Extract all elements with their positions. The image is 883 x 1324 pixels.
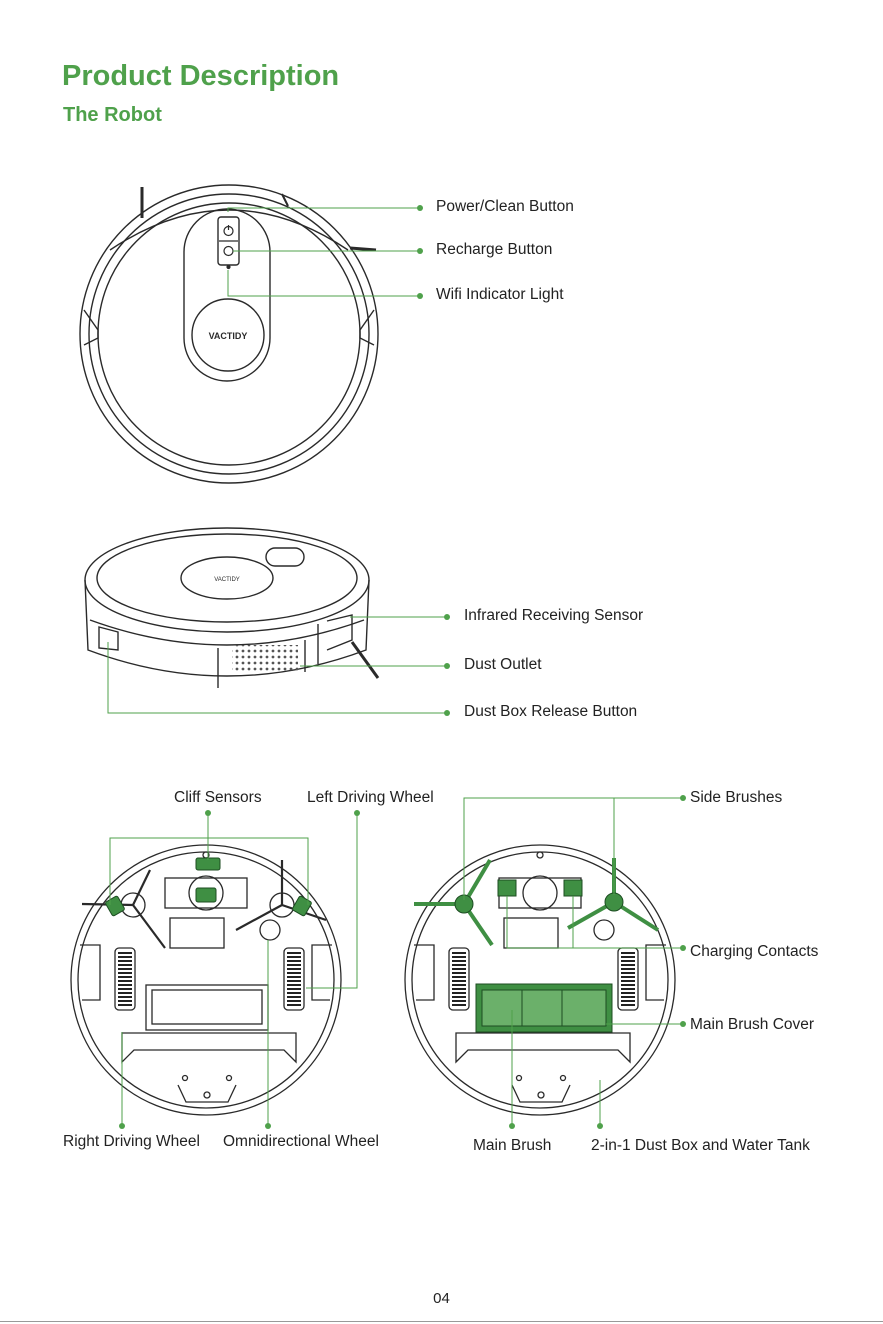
- label-cliff-sensors: Cliff Sensors: [174, 789, 262, 807]
- bottom-left-label-dots: [119, 810, 360, 1129]
- label-dust-outlet: Dust Outlet: [464, 656, 542, 674]
- bottom-divider: [0, 1321, 883, 1322]
- label-right-driving-wheel: Right Driving Wheel: [63, 1133, 200, 1151]
- label-wifi-indicator-light: Wifi Indicator Light: [436, 286, 564, 304]
- label-side-brushes: Side Brushes: [690, 789, 782, 807]
- label-dust-box-release-button: Dust Box Release Button: [464, 703, 637, 721]
- robot-bottom-view-right: [405, 845, 675, 1115]
- robot-side-view: VACTIDY: [85, 528, 378, 688]
- brand-logo: VACTIDY: [209, 331, 248, 341]
- robot-top-view: VACTIDY: [80, 185, 378, 483]
- label-main-brush-cover: Main Brush Cover: [690, 1016, 814, 1034]
- label-omnidirectional-wheel: Omnidirectional Wheel: [223, 1133, 379, 1151]
- label-charging-contacts: Charging Contacts: [690, 943, 818, 961]
- side-view-label-dots: [444, 614, 450, 716]
- label-recharge-button: Recharge Button: [436, 241, 552, 259]
- label-dust-box-water-tank: 2-in-1 Dust Box and Water Tank: [591, 1137, 810, 1155]
- robot-bottom-view-left: [71, 845, 341, 1115]
- brand-logo-side: VACTIDY: [214, 577, 240, 583]
- label-left-driving-wheel: Left Driving Wheel: [307, 789, 434, 807]
- label-infrared-receiving-sensor: Infrared Receiving Sensor: [464, 607, 643, 625]
- label-power-clean-button: Power/Clean Button: [436, 198, 574, 216]
- bottom-right-leader-lines: [464, 798, 683, 1126]
- page-number: 04: [0, 1290, 883, 1307]
- bottom-left-leader-lines: [110, 813, 357, 1126]
- label-main-brush: Main Brush: [473, 1137, 551, 1155]
- top-view-label-dots: [417, 205, 423, 299]
